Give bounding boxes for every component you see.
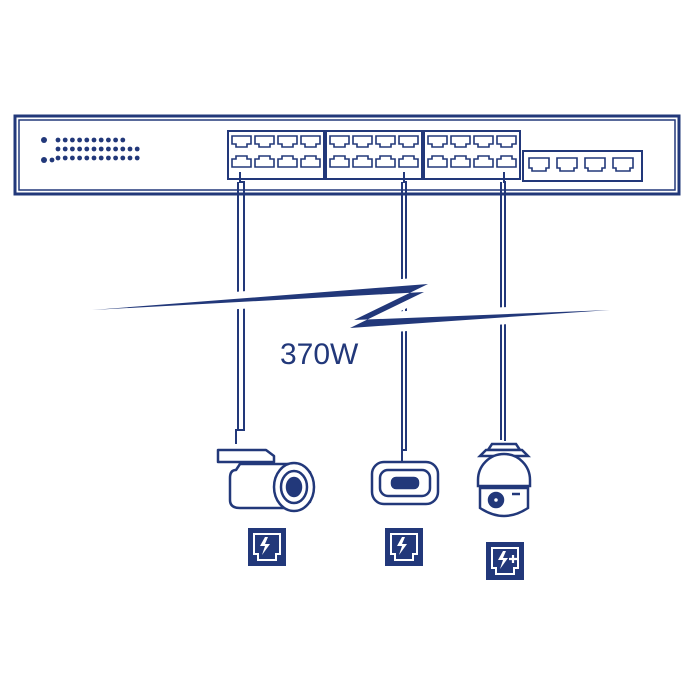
led-dot	[70, 137, 75, 143]
poe-badge-icon	[248, 528, 286, 566]
led-dot	[41, 137, 47, 143]
sfp-port	[584, 157, 606, 172]
sfp-port	[612, 157, 634, 172]
led-dot	[134, 155, 140, 161]
power-bolt-icon	[85, 277, 617, 335]
led-dot	[41, 157, 47, 163]
led-dot	[84, 155, 90, 161]
led-dot	[77, 137, 82, 143]
led-dot	[70, 155, 75, 161]
cable-to-ptz-camera	[503, 172, 506, 441]
poe-badges	[248, 528, 524, 580]
network-switch	[13, 114, 681, 196]
power-budget-label: 370W	[280, 338, 359, 371]
sfp-port-block	[522, 150, 643, 182]
led-dot	[84, 146, 90, 152]
led-dot	[55, 146, 61, 152]
led-dot	[98, 137, 104, 143]
led-dot	[55, 155, 61, 161]
led-dot	[98, 155, 104, 161]
poe-plus-badge-icon	[486, 542, 524, 580]
led-dot	[106, 137, 111, 143]
led-dot	[77, 155, 82, 161]
bullet-camera-icon	[216, 448, 316, 513]
led-dot	[84, 137, 90, 143]
access-point-icon	[370, 460, 440, 506]
poe-badge-icon	[385, 528, 423, 566]
led-dot	[106, 146, 111, 152]
ptz-dome-camera-icon	[476, 442, 532, 518]
led-dot	[55, 137, 61, 143]
led-dot	[113, 137, 118, 143]
led-dot	[113, 155, 118, 161]
led-dot	[120, 137, 126, 143]
led-dot	[120, 155, 126, 161]
led-dot	[62, 155, 68, 161]
led-dot	[62, 146, 68, 152]
led-dot	[91, 146, 97, 152]
led-dot	[113, 146, 118, 152]
rj45-port-blocks	[227, 130, 521, 180]
sfp-port	[556, 157, 578, 172]
led-dot	[77, 146, 82, 152]
led-dot	[91, 155, 97, 161]
led-dot	[127, 155, 133, 161]
led-dot	[62, 137, 68, 143]
led-dot	[120, 146, 126, 152]
led-dot	[91, 137, 97, 143]
led-dot	[106, 155, 111, 161]
status-led-grid	[41, 137, 140, 163]
led-dot	[98, 146, 104, 152]
led-dot	[70, 146, 75, 152]
led-dot	[127, 146, 133, 152]
led-dot	[49, 157, 55, 163]
sfp-port	[528, 157, 550, 172]
led-dot	[134, 146, 140, 152]
